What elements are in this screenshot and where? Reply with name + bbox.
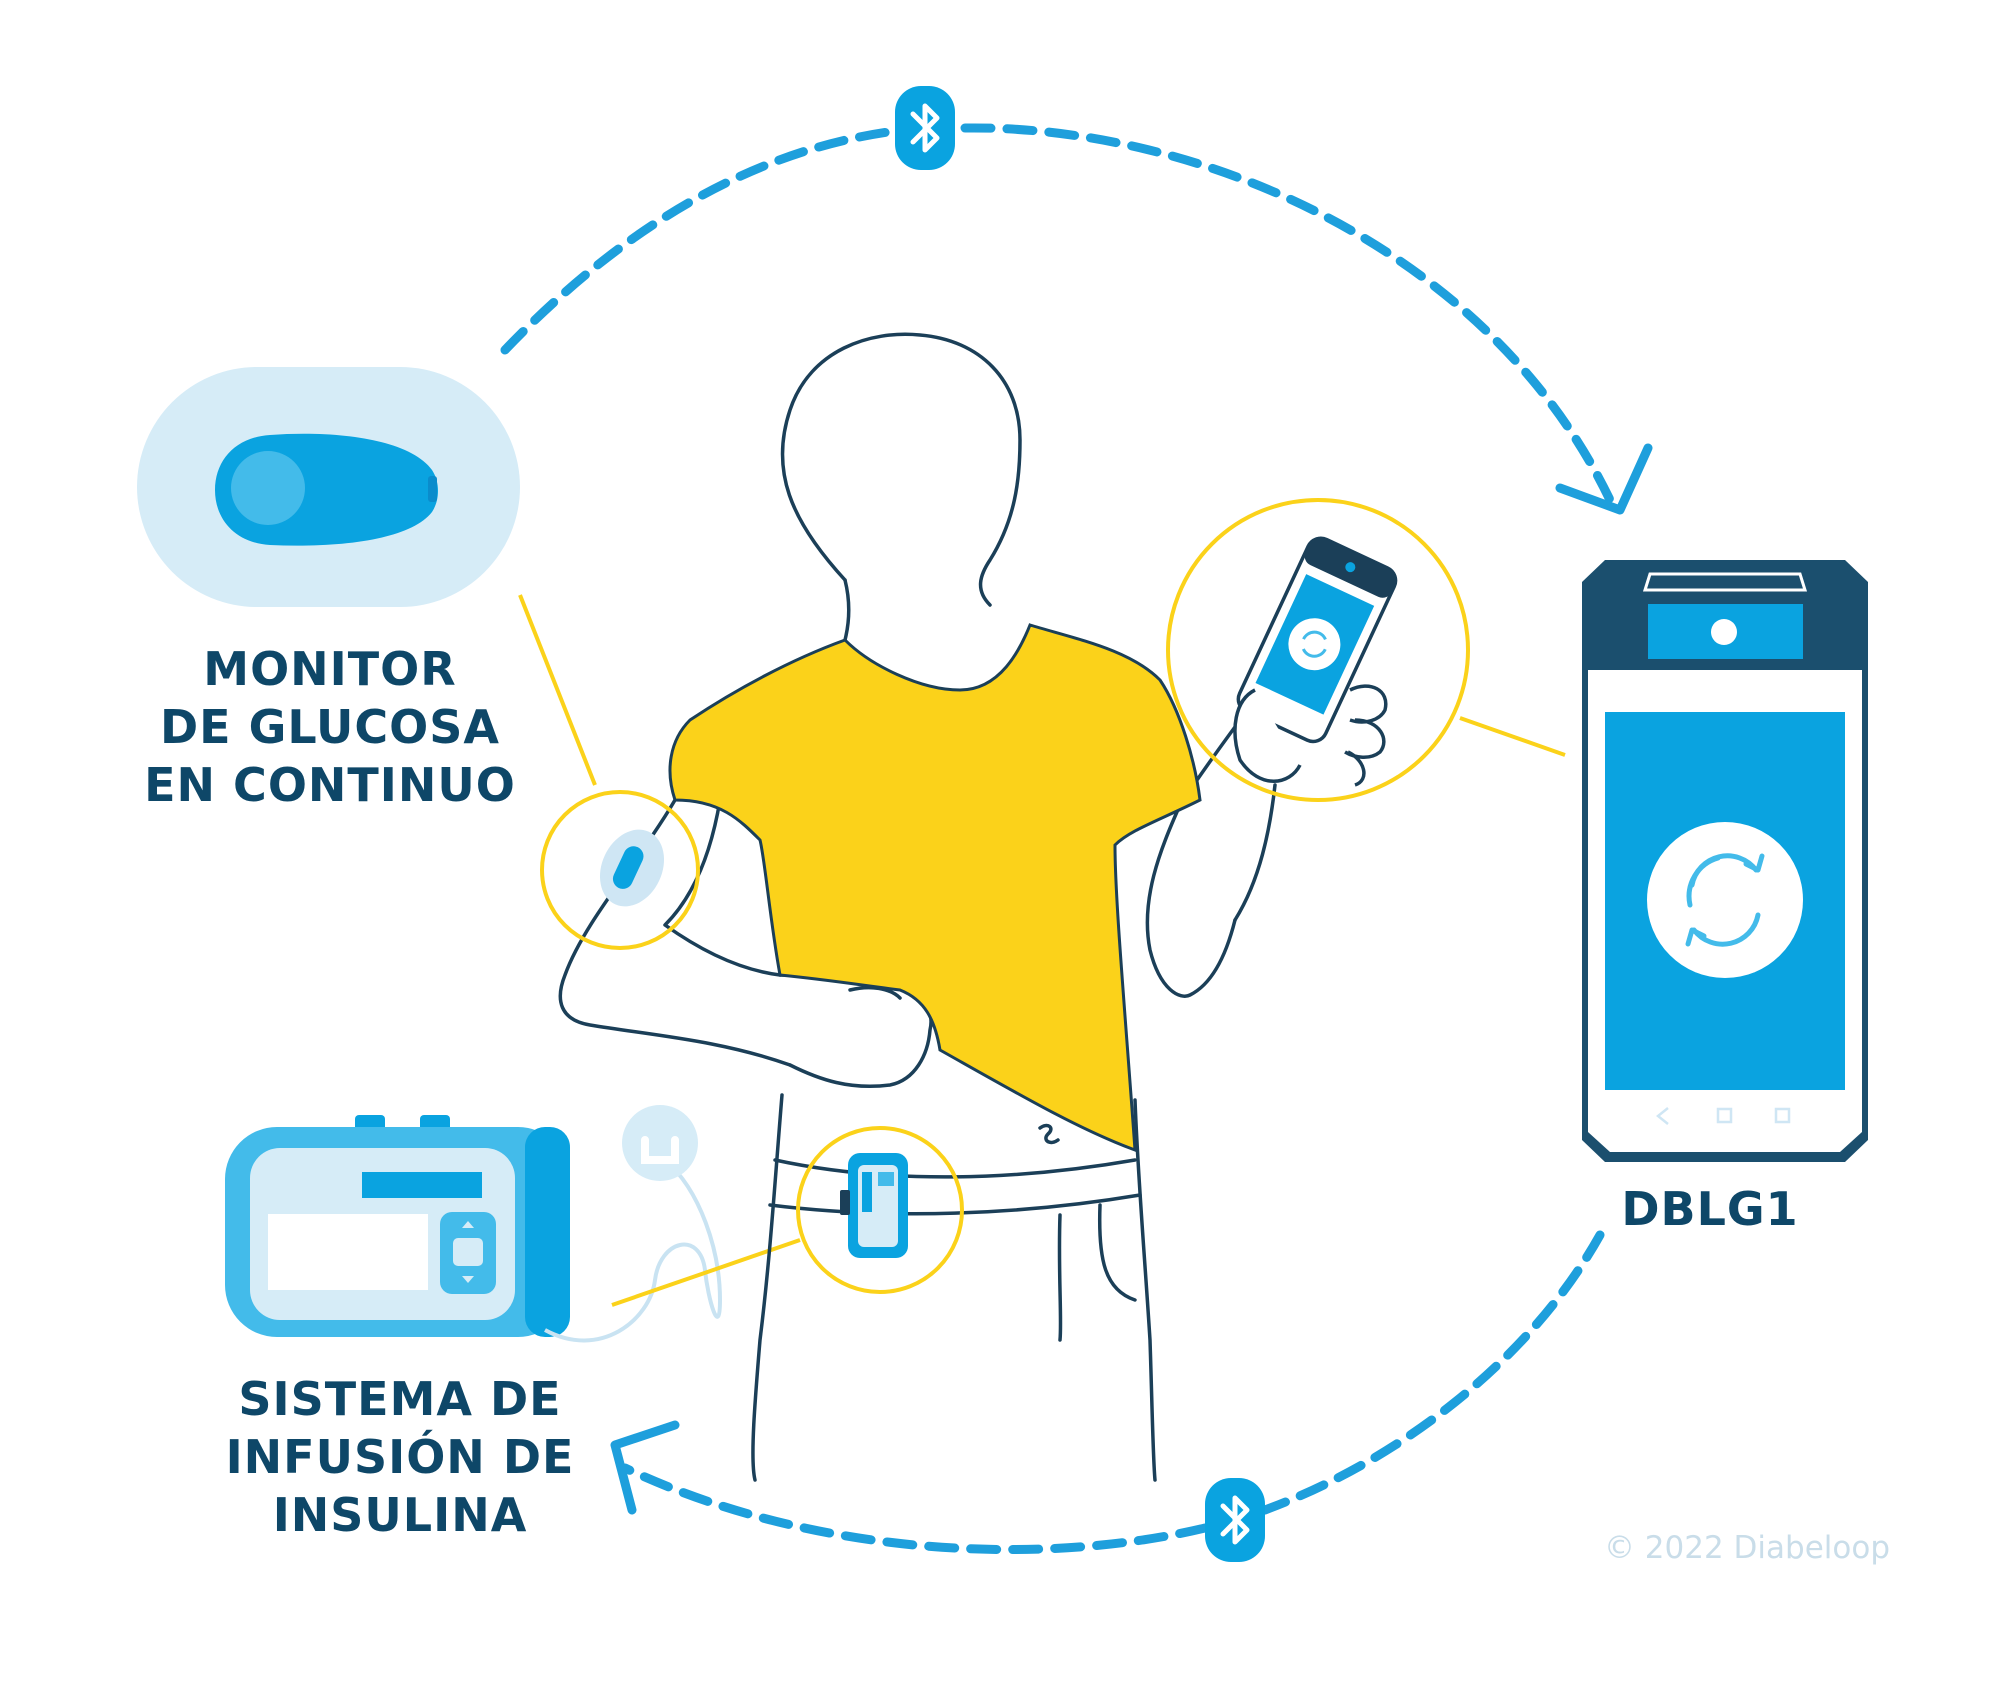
shirt [668, 623, 1202, 1153]
cgm-label-line-3: EN CONTINUO [144, 758, 516, 812]
infusion-site [622, 1105, 698, 1181]
cgm-label-line-1: MONITOR [203, 642, 457, 696]
bottom-arrowhead [610, 1420, 680, 1515]
cgm-label-line-2: DE GLUCOSA [160, 700, 500, 754]
insulin-pump-icon [225, 1115, 570, 1337]
pump-label-line-2: INFUSIÓN DE [225, 1430, 575, 1484]
pump-label-line-1: SISTEMA DE [238, 1372, 562, 1426]
top-arrowhead [1555, 443, 1653, 515]
phone-callout [1166, 498, 1470, 802]
pump-leader-line [611, 1238, 801, 1307]
pump-label: SISTEMA DE INFUSIÓN DE INSULINA [180, 1370, 620, 1544]
bluetooth-icon [895, 86, 955, 170]
phone-leader-line [1459, 716, 1566, 757]
cgm-leader-line [518, 594, 597, 786]
brand-icon [1711, 619, 1737, 645]
arm-sensor-callout [540, 790, 700, 950]
cgm-label: MONITOR DE GLUCOSA EN CONTINUO [110, 640, 550, 814]
copyright-notice: © 2022 Diabeloop [1603, 1530, 1890, 1566]
bottom-connection-arc [620, 1230, 1605, 1555]
glucose-sensor-icon [137, 367, 520, 607]
pump-label-line-3: INSULINA [272, 1488, 528, 1542]
bluetooth-icon [1205, 1478, 1265, 1562]
dblg1-device [1582, 560, 1868, 1162]
sync-icon [1685, 853, 1765, 947]
belt-pump-callout [796, 1126, 964, 1294]
top-connection-arc [500, 123, 1615, 505]
pump-tube [544, 1158, 723, 1343]
dblg1-label: DBLG1 [1621, 1182, 1799, 1236]
